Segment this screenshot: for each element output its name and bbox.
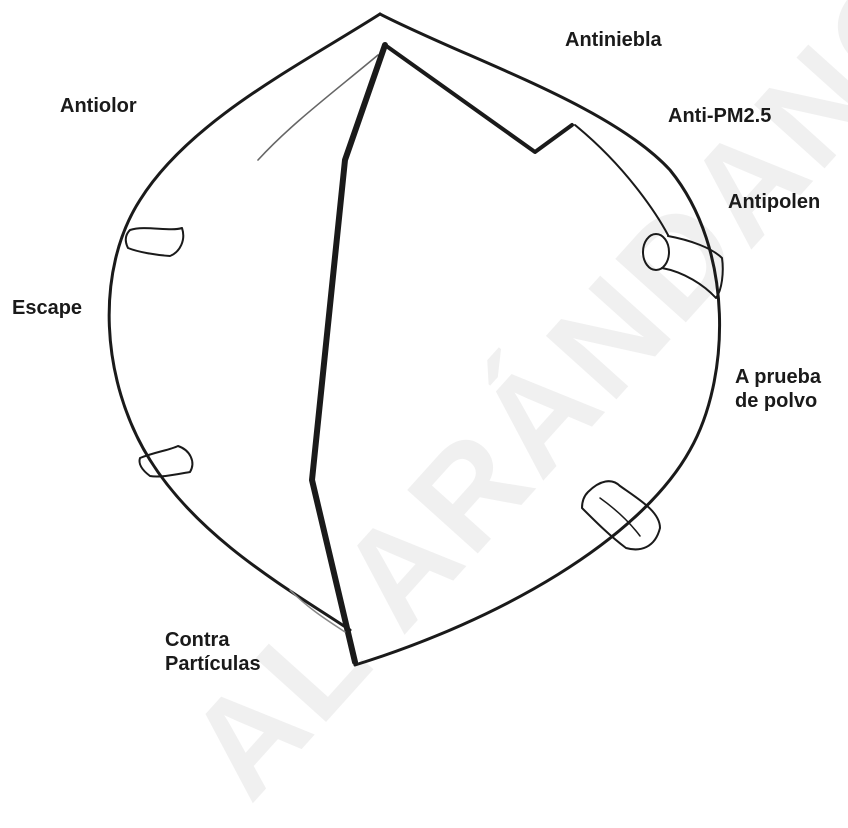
label-a-prueba-line2: de polvo [735, 389, 821, 413]
inner-seam-left [258, 55, 378, 160]
label-contra-line2: Partículas [165, 652, 261, 676]
label-contra-line1: Contra [165, 628, 261, 652]
label-antipolen: Antipolen [728, 190, 820, 214]
center-fold-line [312, 45, 385, 662]
ear-loop-upper-right-hole [643, 234, 669, 270]
inner-seam-right [575, 125, 668, 235]
mask-outline-left [109, 14, 380, 630]
label-antiniebla: Antiniebla [565, 28, 662, 52]
label-anti-pm25: Anti-PM2.5 [668, 104, 771, 128]
mask-outline-right [355, 14, 720, 665]
nose-flap [385, 45, 572, 152]
label-antiolor: Antiolor [60, 94, 137, 118]
label-a-prueba-line1: A prueba [735, 365, 821, 389]
label-a-prueba-de-polvo: A prueba de polvo [735, 365, 821, 413]
label-escape: Escape [12, 296, 82, 320]
ear-loop-upper-left [126, 228, 183, 256]
ear-loop-lower-left [139, 446, 192, 477]
mask-diagram: AL ARÁNDANO Antiolor Antiniebla Anti [0, 0, 848, 677]
label-contra-particulas: Contra Partículas [165, 628, 261, 676]
